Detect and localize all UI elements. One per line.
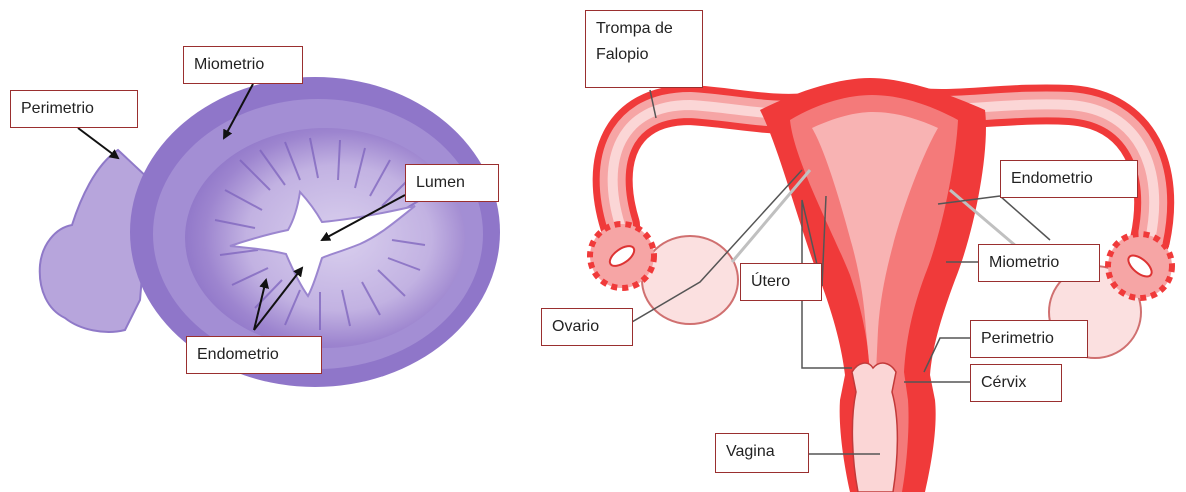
label-lumen: Lumen — [405, 164, 499, 202]
fimbriae-right — [1108, 234, 1172, 298]
label-miometrio-left: Miometrio — [183, 46, 303, 84]
label-miometrio-right: Miometrio — [978, 244, 1100, 282]
label-trompa-de-falopio: Trompa de Falopio — [585, 10, 703, 88]
label-trompa-line2: Falopio — [596, 45, 692, 65]
cervix-vagina — [852, 363, 897, 492]
label-perimetrio-right: Perimetrio — [970, 320, 1088, 358]
arrow-perimetrio — [78, 128, 118, 158]
label-perimetrio-left: Perimetrio — [10, 90, 138, 128]
fimbriae-left — [590, 224, 654, 288]
label-utero: Útero — [740, 263, 822, 301]
ovary-left — [642, 236, 738, 324]
label-endometrio-right: Endometrio — [1000, 160, 1138, 198]
label-trompa-line1: Trompa de — [596, 19, 692, 39]
label-cervix: Cérvix — [970, 364, 1062, 402]
label-endometrio-left: Endometrio — [186, 336, 322, 374]
label-ovario: Ovario — [541, 308, 633, 346]
uterus-anatomy-diagram — [590, 78, 1172, 492]
label-vagina: Vagina — [715, 433, 809, 473]
